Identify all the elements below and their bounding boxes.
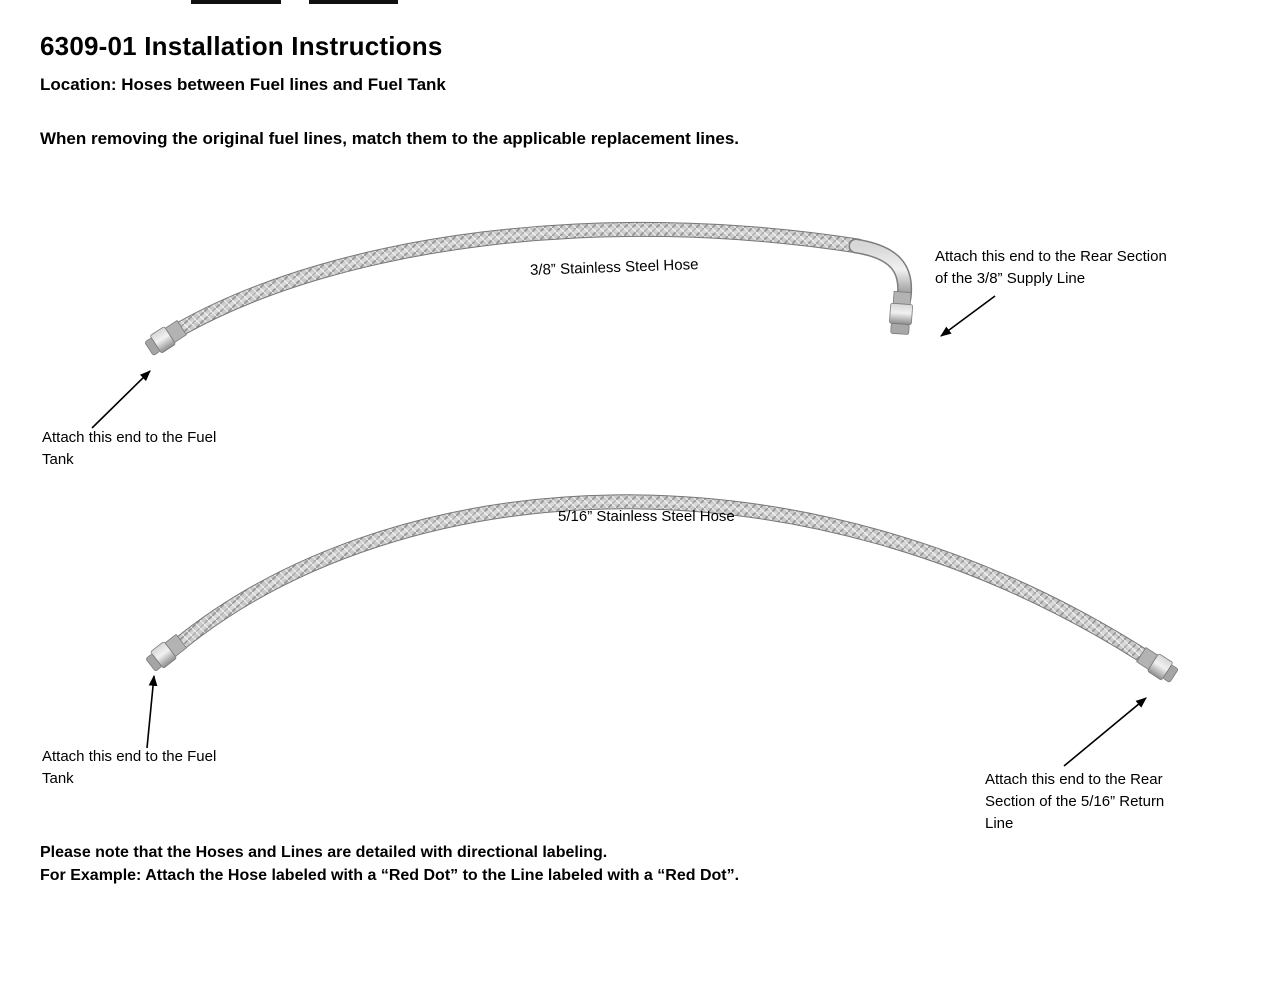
arrow-h1-right [940, 295, 996, 337]
hose-2-left-annotation: Attach this end to the Fuel Tank [42, 748, 217, 787]
hose-1-right-annotation: Attach this end to the Rear Section of t… [935, 248, 1167, 287]
return-line-fitting [1136, 646, 1178, 683]
location-subtitle: Location: Hoses between Fuel lines and F… [40, 75, 446, 94]
hose-3-8-supply [145, 221, 913, 356]
fuel-tank-fitting [146, 633, 188, 671]
footer-note-line-1: Please note that the Hoses and Lines are… [40, 844, 608, 861]
arrow-h2-right [1063, 697, 1147, 767]
hose-1-left-annotation: Attach this end to the Fuel Tank [42, 429, 217, 468]
hose-5-16-return [146, 494, 1178, 683]
elbow-fitting [848, 238, 913, 306]
hose-2-right-annotation: Attach this end to the Rear Section of t… [985, 771, 1165, 832]
supply-line-fitting [889, 290, 913, 335]
cropped-artifact [309, 0, 398, 4]
annotation-arrows [91, 295, 1147, 767]
fuel-tank-fitting [145, 319, 187, 356]
footer-note-line-2: For Example: Attach the Hose labeled wit… [40, 867, 740, 884]
cropped-artifact [191, 0, 281, 4]
hose-2-label: 5/16” Stainless Steel Hose [558, 508, 735, 525]
page-title: 6309-01 Installation Instructions [40, 31, 443, 61]
intro-instruction: When removing the original fuel lines, m… [40, 129, 740, 148]
arrow-h2-left [146, 674, 158, 749]
arrow-h1-left [91, 370, 151, 429]
